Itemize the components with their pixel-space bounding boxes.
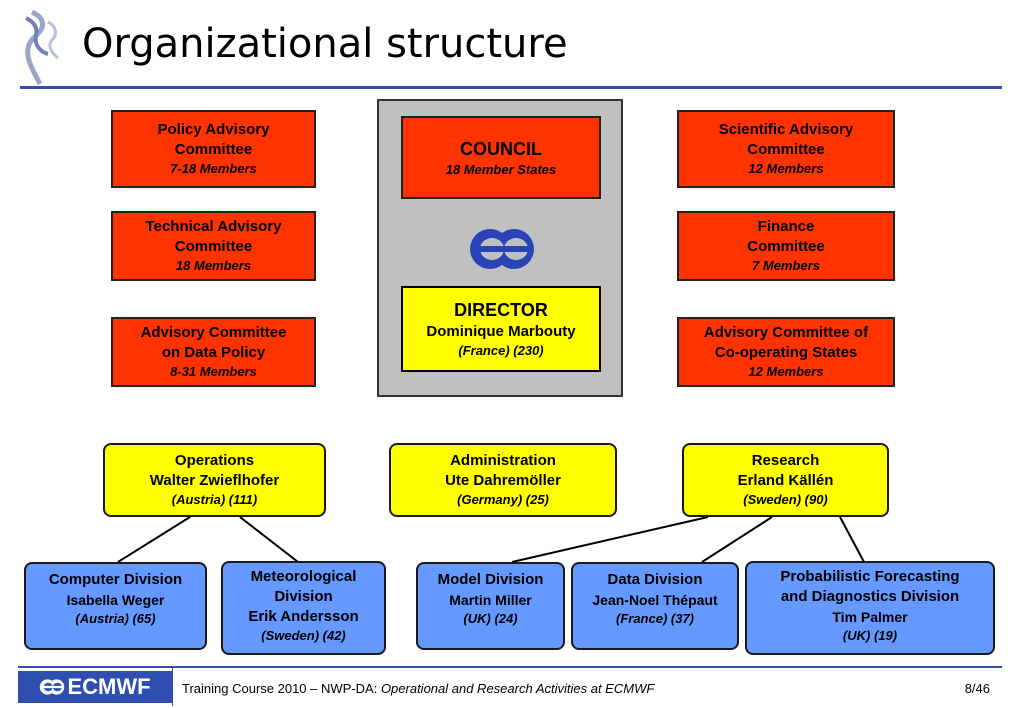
computer-division: Computer Division Isabella Weger (Austri… [24,562,207,650]
research-department: Research Erland Källén (Sweden) (90) [682,443,889,517]
connector-research-data [701,516,773,563]
scientific-advisory-committee: Scientific Advisory Committee 12 Members [677,110,895,188]
footer-course: Training Course 2010 – NWP-DA: [182,681,381,696]
page-title: Organizational structure [82,21,568,67]
cooperating-states-advisory-committee: Advisory Committee of Co-operating State… [677,317,895,387]
footer-logo-text: ECMWF [67,674,151,699]
technical-advisory-committee: Technical Advisory Committee 18 Members [111,211,316,281]
ecmwf-emblem-icon [470,229,534,269]
connector-research-model [511,516,709,563]
policy-advisory-committee: Policy Advisory Committee 7-18 Members [111,110,316,188]
footer-divider [18,666,1002,668]
operations-department: Operations Walter Zwieflhofer (Austria) … [103,443,326,517]
ecmwf-small-emblem-icon [40,679,65,695]
data-policy-advisory-committee: Advisory Committee on Data Policy 8-31 M… [111,317,316,387]
meteorological-division: Meteorological Division Erik Andersson (… [221,561,386,655]
finance-committee: Finance Committee 7 Members [677,211,895,281]
connector-operations-meteorological [239,516,299,563]
footer-vertical-divider [172,668,173,706]
connector-operations-computer [117,516,191,563]
connector-research-probabilistic [839,516,865,563]
council-box: COUNCIL 18 Member States [401,116,601,199]
footer-subtitle: Operational and Research Activities at E… [380,681,655,696]
page-number: 8/46 [964,681,990,696]
ecmwf-bird-logo-icon [25,9,59,86]
director-box: DIRECTOR Dominique Marbouty (France) (23… [401,286,601,372]
header-divider [20,86,1002,89]
model-division: Model Division Martin Miller (UK) (24) [416,562,565,650]
ecmwf-footer-logo: ECMWF [18,671,172,703]
data-division: Data Division Jean-Noel Thépaut (France)… [571,562,739,650]
probabilistic-forecasting-division: Probabilistic Forecasting and Diagnostic… [745,561,995,655]
administration-department: Administration Ute Dahremöller (Germany)… [389,443,617,517]
footer-caption: Training Course 2010 – NWP-DA: Operation… [182,681,654,696]
